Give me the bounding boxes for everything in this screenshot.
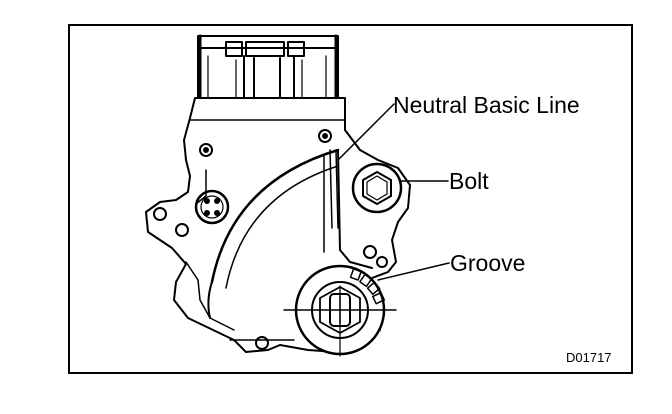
neutral-basic-line-label: Neutral Basic Line xyxy=(393,92,580,118)
mounting-holes xyxy=(153,129,388,350)
terminal-boss xyxy=(194,189,230,225)
neutral-basic-line-mark xyxy=(329,149,339,229)
groove-label: Groove xyxy=(450,250,526,276)
figure-code: D01717 xyxy=(566,350,612,365)
groove-leader xyxy=(377,262,450,281)
connector xyxy=(197,34,339,100)
shaft-assembly xyxy=(283,264,397,357)
bolt-icon xyxy=(351,162,403,214)
bolt-label: Bolt xyxy=(449,168,489,194)
neutral-basic-line-leader xyxy=(337,103,395,161)
leader-lines xyxy=(337,103,450,281)
